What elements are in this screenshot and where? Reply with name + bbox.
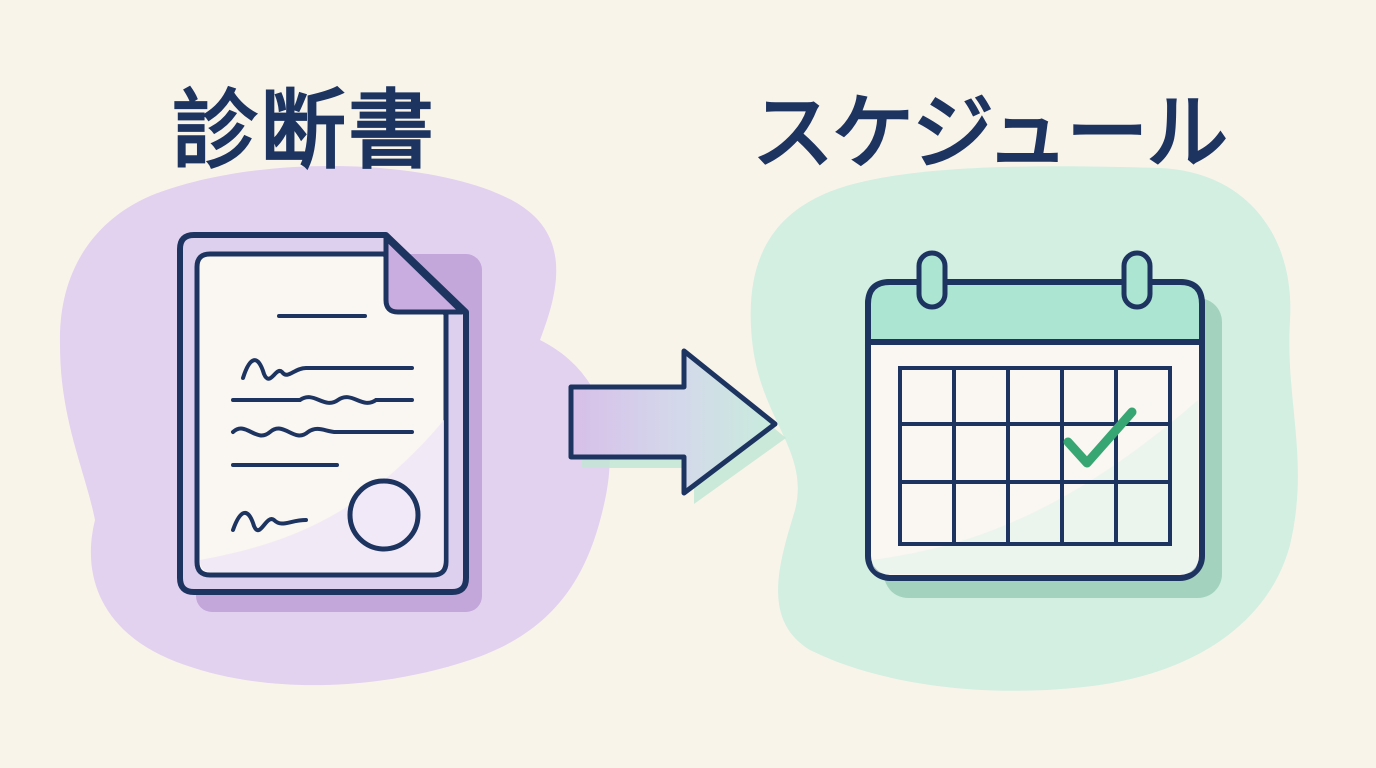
source-title: 診断書 bbox=[172, 81, 436, 181]
calendar-ring-right bbox=[1121, 250, 1153, 310]
seal-stamp bbox=[347, 478, 421, 552]
arrow-body bbox=[568, 348, 778, 496]
target-title: スケジュール bbox=[752, 86, 1228, 181]
calendar-header bbox=[865, 279, 1205, 345]
check-mark-icon bbox=[1063, 407, 1137, 468]
calendar-check-icon bbox=[865, 250, 1222, 598]
document-text-lines bbox=[231, 314, 414, 533]
document-fold-corner bbox=[383, 235, 465, 315]
medical-document-icon bbox=[177, 232, 482, 612]
arrow-right-icon bbox=[568, 348, 786, 504]
calendar-ring-left bbox=[916, 250, 948, 310]
